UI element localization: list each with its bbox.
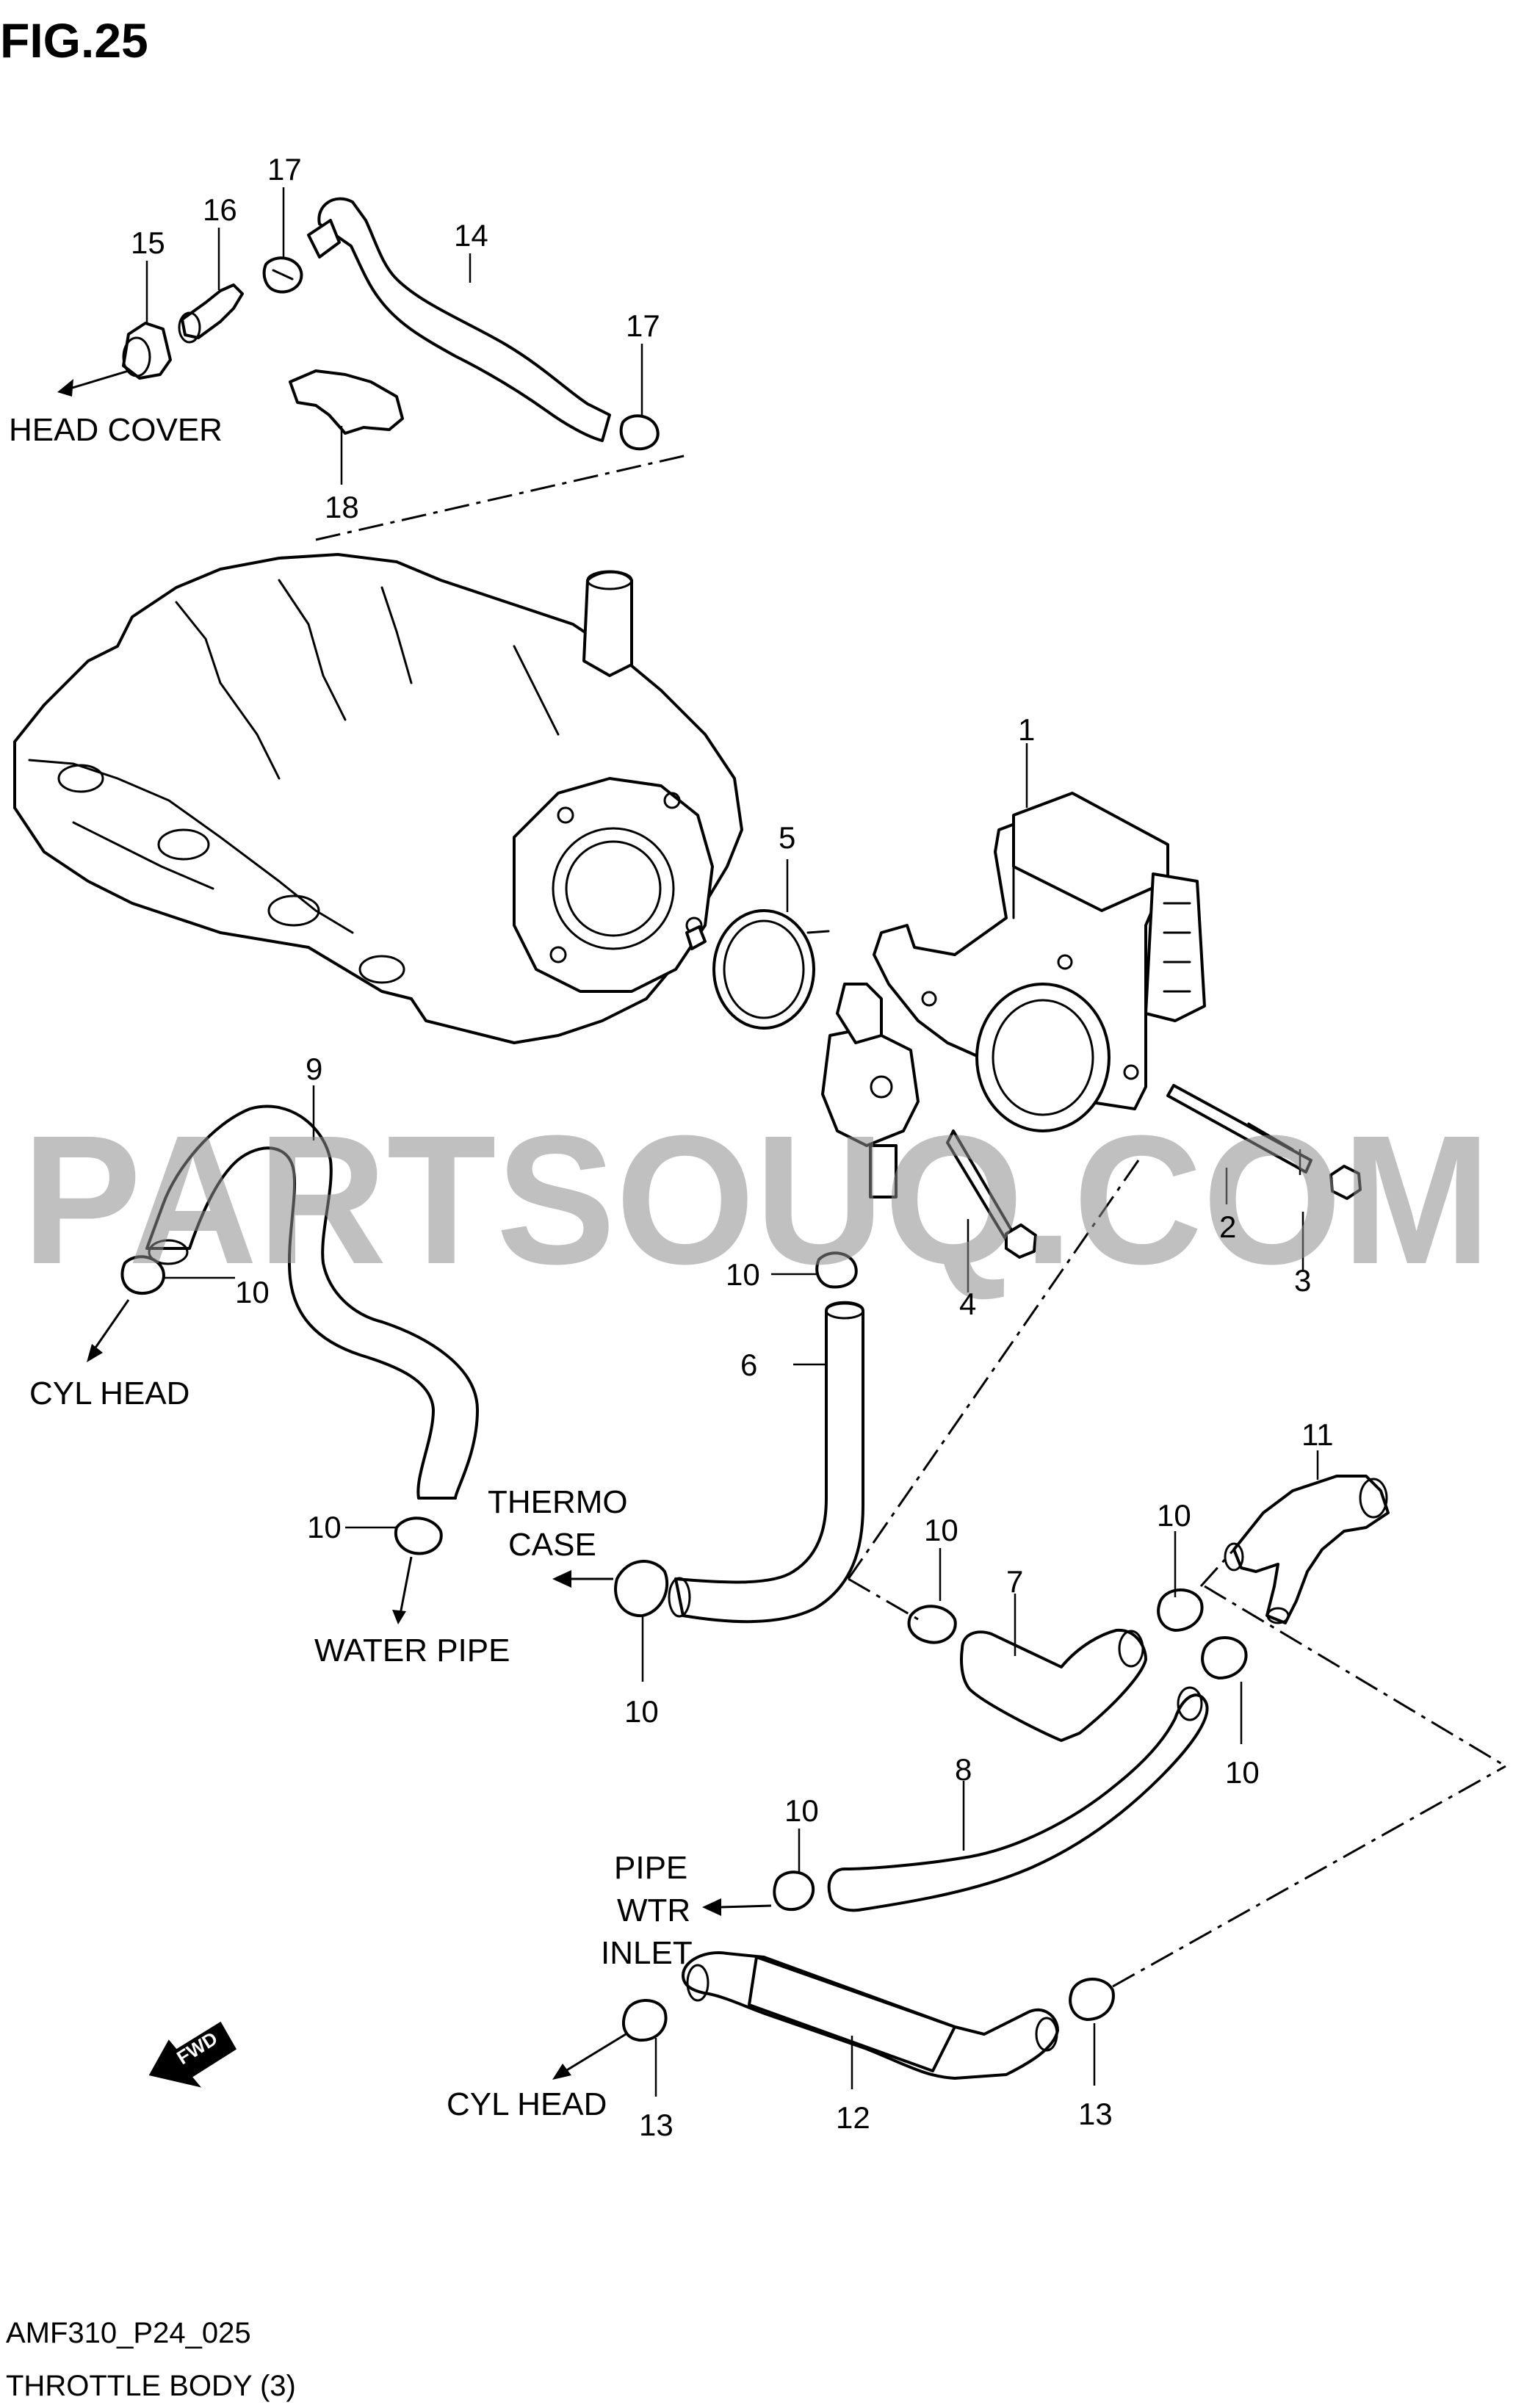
part-13-clamp-left[interactable]	[622, 1999, 668, 2042]
fwd-arrow-icon: FWD	[148, 2021, 237, 2088]
callout-14[interactable]: 14	[454, 218, 488, 253]
part-17-clamp-upper-right[interactable]	[619, 414, 660, 451]
part-14-hose[interactable]	[307, 197, 611, 442]
footer-caption: THROTTLE BODY (3)	[6, 2370, 296, 2402]
part-5-gasket[interactable]	[712, 909, 830, 1030]
part-10-clamp-c[interactable]	[815, 1251, 858, 1289]
dest-pipe-line3: INLET	[601, 1935, 693, 1971]
part-10-clamp-h[interactable]	[773, 1870, 815, 1912]
part-8-hose[interactable]	[827, 1686, 1209, 1912]
callout-6[interactable]: 6	[740, 1348, 757, 1382]
callout-10-h[interactable]: 10	[784, 1793, 819, 1828]
callout-10-c[interactable]: 10	[726, 1257, 760, 1292]
callout-7[interactable]: 7	[1006, 1564, 1023, 1599]
callout-18[interactable]: 18	[325, 490, 359, 524]
dest-cyl-head-upper: CYL HEAD	[29, 1375, 189, 1411]
callout-9[interactable]: 9	[306, 1052, 322, 1086]
dest-water-pipe: WATER PIPE	[314, 1633, 510, 1668]
callout-8[interactable]: 8	[955, 1752, 972, 1787]
callout-17-b[interactable]: 17	[626, 308, 660, 343]
callout-10-a[interactable]: 10	[235, 1275, 270, 1309]
part-7-hose[interactable]	[960, 1628, 1147, 1742]
part-18-bracket[interactable]	[289, 369, 404, 435]
part-3-nut[interactable]	[1329, 1165, 1362, 1200]
callout-12[interactable]: 12	[836, 2100, 870, 2135]
callout-16[interactable]: 16	[203, 192, 237, 227]
part-9-hose[interactable]	[145, 1104, 479, 1500]
callout-4[interactable]: 4	[959, 1287, 976, 1321]
dest-thermo-line2: CASE	[508, 1527, 596, 1563]
figure-title: FIG.25	[0, 13, 148, 68]
part-10-clamp-g[interactable]	[1201, 1636, 1248, 1680]
callout-10-f[interactable]: 10	[1157, 1498, 1191, 1533]
dest-pipe-line1: PIPE	[614, 1850, 687, 1886]
watermark-text: PARTSOUQ.COM	[22, 1097, 1491, 1302]
callout-10-e[interactable]: 10	[924, 1513, 958, 1547]
part-4-bolt[interactable]	[946, 1129, 1037, 1259]
callout-17-a[interactable]: 17	[267, 152, 302, 187]
intake-manifold	[13, 553, 743, 1044]
part-17-clamp-upper-left[interactable]	[262, 256, 303, 294]
callout-2[interactable]: 2	[1219, 1210, 1236, 1244]
callout-10-b[interactable]: 10	[307, 1510, 342, 1544]
part-10-clamp-f[interactable]	[1157, 1588, 1204, 1632]
footer-code: AMF310_P24_025	[6, 2317, 251, 2349]
dest-head-cover: HEAD COVER	[9, 412, 223, 448]
callout-3[interactable]: 3	[1294, 1263, 1311, 1298]
callout-10-g[interactable]: 10	[1225, 1755, 1260, 1790]
callout-5[interactable]: 5	[779, 820, 795, 855]
callout-15[interactable]: 15	[131, 225, 165, 260]
part-2-bolt[interactable]	[1166, 1084, 1312, 1174]
callout-13-right[interactable]: 13	[1078, 2097, 1113, 2131]
dest-cyl-head-lower: CYL HEAD	[447, 2086, 607, 2122]
part-15-cap[interactable]	[122, 322, 172, 380]
part-11-fitting[interactable]	[1224, 1475, 1390, 1624]
callout-11[interactable]: 11	[1301, 1417, 1334, 1452]
part-10-clamp-e[interactable]	[907, 1605, 957, 1644]
part-10-clamp-b[interactable]	[394, 1516, 443, 1555]
part-1-throttle-body[interactable]	[821, 792, 1206, 1198]
part-10-clamp-d[interactable]	[614, 1560, 669, 1618]
callout-10-d[interactable]: 10	[624, 1694, 659, 1729]
part-6-hose[interactable]	[668, 1301, 864, 1624]
part-10-clamp-a[interactable]	[120, 1255, 165, 1295]
dest-thermo-line1: THERMO	[488, 1484, 628, 1520]
part-13-clamp-right[interactable]	[1069, 1978, 1115, 2021]
part-16-valve[interactable]	[178, 283, 244, 344]
callout-13-left[interactable]: 13	[639, 2108, 674, 2142]
part-12-hose[interactable]	[682, 1951, 1059, 2080]
dest-pipe-line2: WTR	[617, 1892, 690, 1928]
callout-1[interactable]: 1	[1018, 712, 1035, 747]
